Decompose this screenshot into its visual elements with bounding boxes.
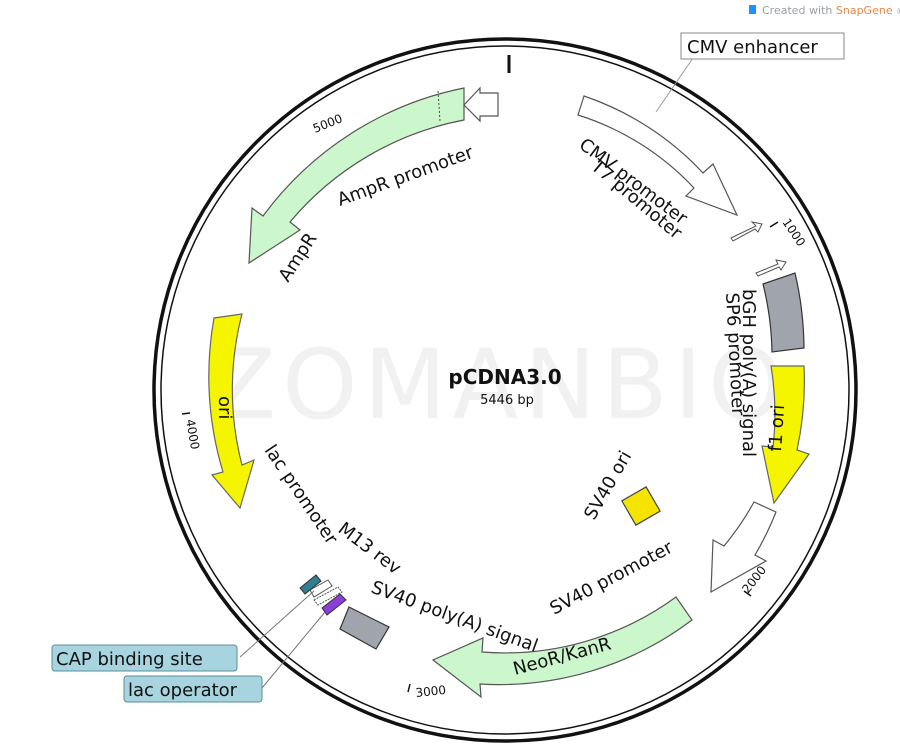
- credit-prefix: Created with: [762, 4, 832, 17]
- lac-promoter-arrow[interactable]: [313, 586, 343, 606]
- sv40-promoter-arrow[interactable]: [710, 501, 777, 594]
- svg-text:5000: 5000: [311, 111, 345, 135]
- m13-rev-arrow[interactable]: [309, 579, 333, 598]
- neor-kanr-arrow[interactable]: [431, 596, 693, 699]
- tick-5000: 5000: [311, 111, 345, 135]
- tick-3000: 3000: [407, 683, 447, 700]
- cmv-enhancer-leader: [655, 57, 694, 113]
- cmv-enhancer-callout[interactable]: CMV enhancer: [680, 32, 845, 60]
- t7-promoter-arrow[interactable]: [730, 221, 763, 242]
- label-lac-promoter: lac promoter: [260, 441, 342, 549]
- ampr-boundary: [437, 90, 441, 122]
- svg-text:lac operator: lac operator: [128, 680, 238, 701]
- label-ori: ori: [214, 396, 235, 419]
- svg-text:CMV enhancer: CMV enhancer: [687, 37, 818, 58]
- credit-brand: SnapGene: [836, 4, 893, 17]
- ori-arrow[interactable]: [208, 313, 255, 510]
- backbone-outer: [152, 37, 858, 743]
- sv40-ori-box[interactable]: [621, 486, 661, 526]
- watermark: ZOMANBIO: [210, 329, 789, 441]
- cap-binding-site-box[interactable]: [299, 574, 322, 595]
- lac-operator-leader: [261, 611, 326, 689]
- sp6-promoter-arrow[interactable]: [755, 259, 787, 277]
- plasmid-name: pCDNA3.0: [448, 365, 561, 389]
- label-sv40-polya: SV40 poly(A) signal: [368, 577, 540, 657]
- cap-binding-leader: [239, 590, 315, 658]
- plasmid-length: 5446 bp: [480, 393, 534, 408]
- label-bgh-polya: bGH poly(A) signal: [738, 289, 759, 457]
- cmv-enhancer-arrow[interactable]: [577, 95, 739, 217]
- svg-text:Created with SnapGene: Created with SnapGene ®: [762, 4, 900, 17]
- backbone-inner: [160, 45, 850, 735]
- label-m13-rev: M13 rev: [334, 518, 405, 579]
- lac-operator-callout[interactable]: lac operator: [123, 675, 263, 703]
- ampr-arrow[interactable]: [248, 87, 465, 265]
- label-f1-ori: f1 ori: [765, 404, 789, 452]
- credit-mark: ®: [896, 7, 900, 16]
- snapgene-logo-icon: [749, 5, 756, 14]
- label-sv40-promoter: SV40 promoter: [546, 537, 676, 620]
- sv40-polya-box[interactable]: [339, 606, 390, 650]
- bgh-polya-box[interactable]: [762, 272, 805, 353]
- svg-text:3000: 3000: [415, 683, 447, 700]
- lac-operator-arrow[interactable]: [321, 593, 347, 616]
- svg-text:CAP binding site: CAP binding site: [56, 649, 203, 670]
- snapgene-credit: Created with SnapGene ®: [749, 4, 900, 17]
- f1-ori-arrow[interactable]: [761, 365, 810, 505]
- tick-4000: 4000: [181, 412, 202, 451]
- cap-binding-site-callout[interactable]: CAP binding site: [51, 644, 238, 672]
- svg-text:4000: 4000: [183, 418, 202, 451]
- ampr-promoter-arrow[interactable]: [463, 86, 499, 123]
- tick-1000: 1000: [769, 216, 808, 249]
